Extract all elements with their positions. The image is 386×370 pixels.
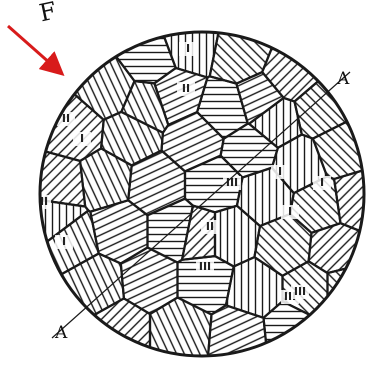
grain-label: I (320, 176, 324, 189)
force-arrow (8, 26, 60, 72)
grain-label: II (182, 82, 190, 95)
grain-label: II (62, 112, 70, 125)
force-label: F (37, 0, 59, 27)
grain-label: I (288, 205, 292, 218)
grain-label: I (80, 132, 84, 145)
section-label-bottom: A (54, 323, 68, 343)
grain-label: II (206, 220, 214, 233)
grain-label: I (278, 165, 282, 178)
section-label-top: A (336, 69, 350, 89)
grain (328, 262, 375, 367)
grain (30, 254, 124, 351)
grain-label: I (62, 235, 66, 248)
grain (309, 223, 374, 273)
grain-label: III (36, 195, 48, 208)
grain-label: I (186, 42, 190, 55)
grain-label: III (199, 260, 211, 273)
grain-label: III (294, 285, 306, 298)
